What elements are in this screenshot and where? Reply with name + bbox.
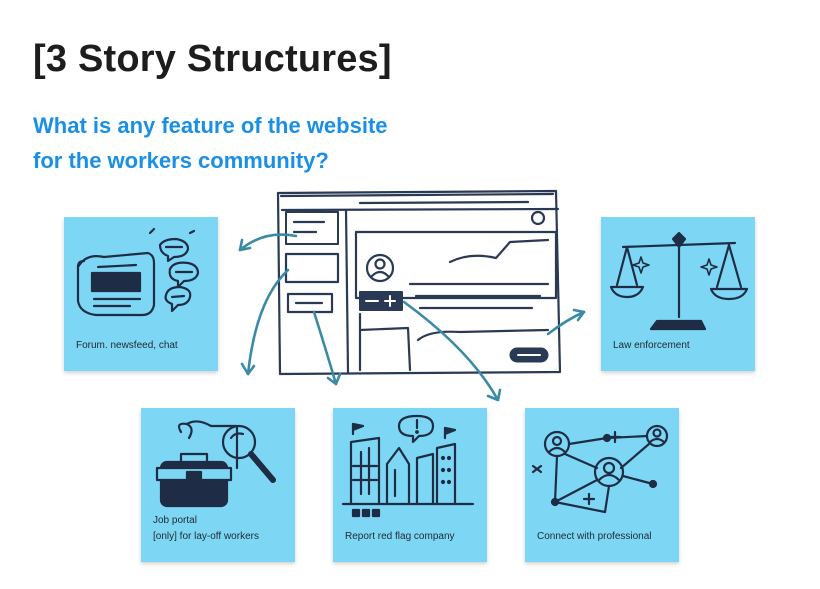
- card-connect-label: Connect with professional: [537, 531, 652, 542]
- page-subtitle: What is any feature of the website for t…: [33, 108, 493, 178]
- card-job-label-line-1: Job portal: [153, 515, 197, 526]
- subtitle-line-1: What is any feature of the website: [33, 113, 388, 138]
- card-report-label: Report red flag company: [345, 531, 455, 542]
- card-connect: Connect with professional: [525, 408, 679, 562]
- card-forum: Forum. newsfeed, chat: [64, 217, 218, 371]
- card-job-label-line-2: [only] for lay-off workers: [153, 531, 259, 542]
- card-law-label: Law enforcement: [613, 340, 690, 351]
- page-title: [3 Story Structures]: [33, 38, 392, 80]
- scales-icon: [609, 231, 749, 331]
- subtitle-line-2: for the workers community?: [33, 148, 329, 173]
- network-people-icon: [531, 424, 669, 514]
- card-forum-label: Forum. newsfeed, chat: [76, 340, 178, 351]
- card-job-label: Job portal [only] for lay-off workers: [153, 513, 289, 545]
- city-flag-icon: [341, 414, 475, 518]
- card-report: Report red flag company: [333, 408, 487, 562]
- briefcase-search-icon: [155, 420, 276, 508]
- card-law: Law enforcement: [601, 217, 755, 371]
- card-job: Job portal [only] for lay-off workers: [141, 408, 295, 562]
- newspaper-chat-icon: [76, 227, 200, 317]
